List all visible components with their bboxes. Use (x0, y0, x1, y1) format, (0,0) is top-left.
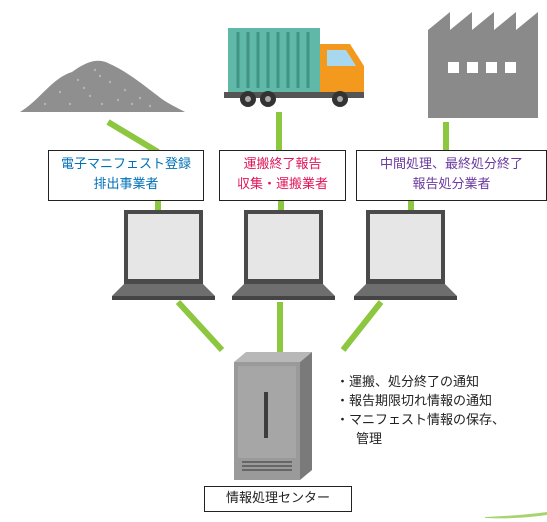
connector-disposal-server (340, 300, 384, 352)
decorative-swoosh (485, 512, 547, 519)
factory-icon (428, 12, 538, 118)
server-icon (234, 352, 312, 480)
laptop-icon (232, 210, 335, 300)
info-center-label: 情報処理センター (204, 486, 352, 512)
laptop-icon (112, 210, 215, 300)
laptop-icon (354, 210, 457, 300)
note-item: ・報告期限切れ情報の通知 (336, 394, 493, 409)
transport-box: 運搬終了報告 収集・運搬業者 (219, 150, 346, 201)
disposal-line1: 中間処理、最終処分終了 (379, 157, 523, 172)
note-item-continuation: 管理 (356, 432, 383, 447)
connector-emitter-top (106, 119, 160, 155)
emitter-line1: 電子マニフェスト登録 (60, 157, 191, 172)
truck-icon (224, 28, 364, 107)
connector-emitter-server (175, 299, 225, 353)
transport-line2: 収集・運搬業者 (236, 177, 328, 192)
connector-lines (106, 112, 449, 353)
disposal-line2: 報告処分業者 (412, 177, 491, 192)
waste-pile-icon (20, 60, 185, 112)
transport-line1: 運搬終了報告 (243, 157, 322, 172)
disposal-box: 中間処理、最終処分終了 報告処分業者 (356, 150, 547, 201)
note-item: ・運搬、処分終了の通知 (336, 375, 480, 390)
emitter-box: 電子マニフェスト登録 排出事業者 (48, 150, 204, 201)
note-item: ・マニフェスト情報の保存、 (336, 413, 506, 428)
emitter-line2: 排出事業者 (93, 177, 159, 192)
notification-notes: ・運搬、処分終了の通知 ・報告期限切れ情報の通知 ・マニフェスト情報の保存、 管… (336, 373, 505, 449)
